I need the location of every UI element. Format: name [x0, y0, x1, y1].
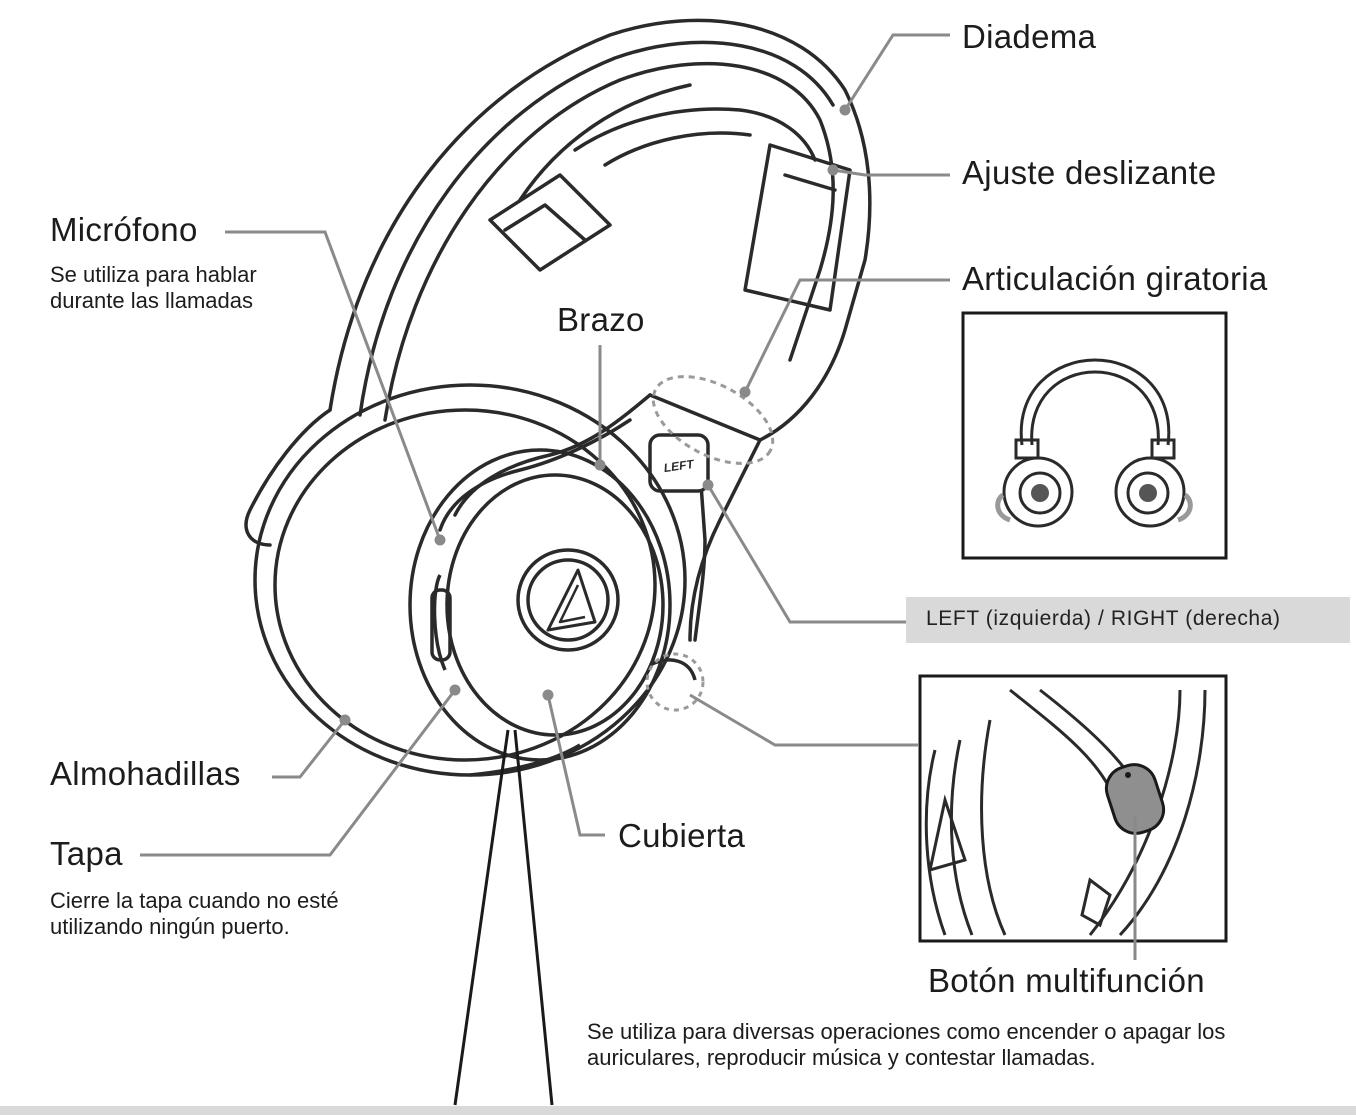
swivel-highlight: [651, 375, 775, 465]
label-brazo: Brazo: [557, 301, 645, 338]
label-diadema: Diadema: [962, 18, 1097, 55]
label-cubierta: Cubierta: [618, 817, 746, 854]
side-marker-text: LEFT: [663, 457, 696, 475]
label-almohadillas: Almohadillas: [50, 755, 241, 792]
label-left-right: LEFT (izquierda) / RIGHT (derecha): [926, 607, 1281, 630]
button-inset: [918, 674, 1228, 960]
label-microfono: Micrófono: [50, 211, 198, 248]
label-tapa: Tapa: [50, 835, 123, 872]
earcup-illustration: [253, 383, 697, 777]
left-right-chip: LEFT (izquierda) / RIGHT (derecha): [906, 597, 1350, 643]
label-ajuste-deslizante: Ajuste deslizante: [962, 154, 1217, 191]
leader-lines: [140, 33, 950, 857]
label-boton-multifuncion: Botón multifunción: [928, 962, 1205, 999]
bottom-band: [0, 1106, 1356, 1115]
label-articulacion-giratoria: Articulación giratoria: [962, 260, 1268, 297]
swivel-inset: [961, 311, 1228, 560]
microfono-description: Se utiliza para hablar durante las llama…: [50, 262, 257, 313]
boton-description-line-1: Se utiliza para diversas operaciones com…: [587, 1019, 1226, 1044]
button-highlight: [645, 652, 705, 712]
arm-illustration: [438, 393, 762, 642]
boton-description-line-2: auriculares, reproducir música y contest…: [587, 1045, 1096, 1070]
port-pointer-lines: [453, 729, 554, 1106]
tapa-description: Cierre la tapa cuando no esté utilizando…: [50, 888, 339, 939]
headband-illustration: [244, 18, 872, 547]
